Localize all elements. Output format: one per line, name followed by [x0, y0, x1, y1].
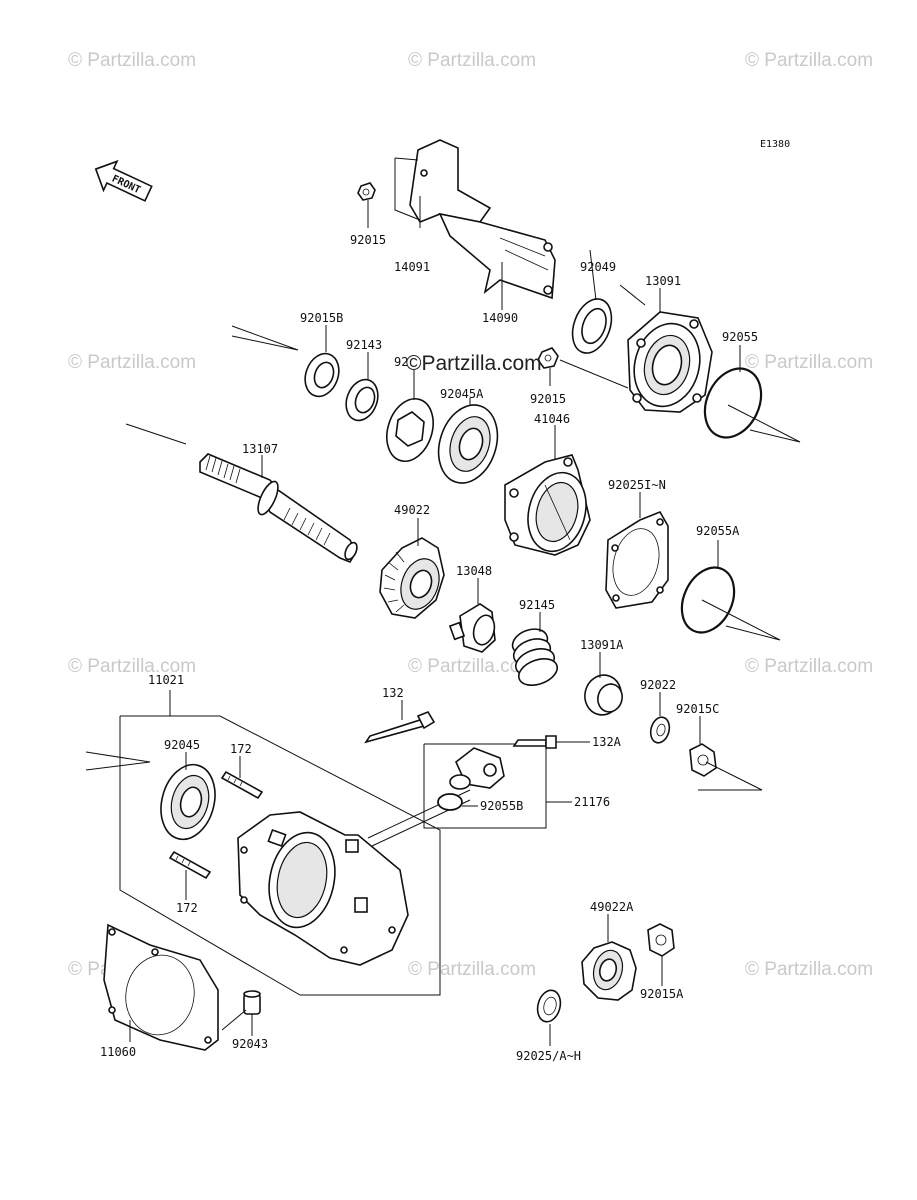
part-label[interactable]: 92015B	[300, 311, 343, 325]
part-label[interactable]: 92025/A~H	[516, 1049, 581, 1063]
part-label[interactable]: 92015	[530, 392, 566, 406]
part-label[interactable]: 21176	[574, 795, 610, 809]
bolt-132	[364, 711, 436, 744]
bolt-132A	[512, 735, 557, 749]
watermark: © Partzilla.com	[408, 959, 536, 980]
dowel-92043	[243, 990, 261, 1015]
gear-49022A	[581, 941, 637, 1001]
bolt-92015-center	[537, 347, 559, 369]
watermark: © Partzilla.com	[745, 50, 873, 71]
part-label[interactable]: 92025I~N	[608, 478, 666, 492]
part-label[interactable]: 92143	[346, 338, 382, 352]
stud-172-upper	[220, 770, 264, 800]
watermark-grid: © Partzilla.com © Partzilla.com © Partzi…	[68, 50, 873, 980]
nut-92015C	[689, 743, 717, 777]
part-label[interactable]: 92055B	[480, 799, 523, 813]
part-label[interactable]: 172	[176, 901, 198, 915]
o-ring-92055A	[680, 566, 736, 634]
part-label[interactable]: 13091A	[580, 638, 624, 652]
bevel-housing-41046	[504, 454, 591, 556]
seal-92049	[571, 298, 613, 354]
drive-shaft-13107	[199, 453, 358, 563]
part-label[interactable]: 41046	[534, 412, 570, 426]
watermark: © Partzilla.com	[68, 50, 196, 71]
part-label[interactable]: 92015	[350, 233, 386, 247]
watermark: © Partzilla.com	[68, 656, 196, 677]
part-label[interactable]: 92145	[519, 598, 555, 612]
washer-92022	[649, 716, 671, 744]
guard-bracket	[409, 139, 556, 300]
stud-172-lower	[168, 850, 212, 880]
sensor-21176	[449, 747, 505, 790]
part-labels: 92015 14091 92049 13091 14090 92015B 921…	[100, 233, 758, 1063]
watermark: © Partzilla.com	[745, 656, 873, 677]
diagram-code: E1380	[760, 139, 790, 150]
part-label[interactable]: 49022A	[590, 900, 634, 914]
collar-13091A	[584, 674, 623, 716]
gasket-92025	[605, 510, 669, 609]
part-label[interactable]: 13048	[456, 564, 492, 578]
gasket-11060	[103, 923, 219, 1051]
watermark: © Partzilla.com	[408, 50, 536, 71]
part-label[interactable]: 132	[382, 686, 404, 700]
cam-13048	[448, 603, 496, 653]
part-label[interactable]: 132A	[592, 735, 622, 749]
part-label[interactable]: 92015C	[676, 702, 719, 716]
spring-92145	[511, 628, 559, 686]
o-ring-92055B	[437, 793, 463, 811]
collar-92143	[345, 378, 379, 422]
front-arrow-icon: FRONT	[94, 159, 153, 202]
o-ring-92055	[703, 367, 763, 439]
bolt-92015	[357, 182, 376, 201]
watermark-center: ©Partzilla.com	[406, 352, 542, 375]
bearing-housing-13091	[627, 311, 713, 413]
watermark: © Partzilla.com	[408, 656, 536, 677]
part-label[interactable]: 92043	[232, 1037, 268, 1051]
shim-92025	[536, 989, 562, 1023]
part-label[interactable]: 11021	[148, 673, 184, 687]
part-label[interactable]: 172	[230, 742, 252, 756]
part-label[interactable]: 11060	[100, 1045, 136, 1059]
part-label[interactable]: 14091	[394, 260, 430, 274]
part-label[interactable]: 92022	[640, 678, 676, 692]
watermark: © Partzilla.com	[745, 352, 873, 373]
part-label[interactable]: 49022	[394, 503, 430, 517]
watermark: © Partzilla.com	[68, 352, 196, 373]
part-label[interactable]: 92045A	[440, 387, 484, 401]
part-label[interactable]: 92045	[164, 738, 200, 752]
bearing-92045A	[437, 404, 499, 484]
bevel-gear-49022	[379, 537, 445, 619]
part-label[interactable]: 13107	[242, 442, 278, 456]
bearing-92045	[160, 763, 216, 841]
part-label[interactable]: 92	[394, 355, 408, 369]
nut-92015B	[304, 352, 340, 398]
part-label[interactable]: 92055	[722, 330, 758, 344]
part-label[interactable]: 14090	[482, 311, 518, 325]
part-label[interactable]: 92055A	[696, 524, 740, 538]
part-label[interactable]: 13091	[645, 274, 681, 288]
part-label[interactable]: 92015A	[640, 987, 684, 1001]
part-label[interactable]: 92049	[580, 260, 616, 274]
nut-92015A	[647, 923, 675, 957]
watermark: © Partzilla.com	[745, 959, 873, 980]
gear-case-11021	[237, 811, 409, 966]
shim-plate	[386, 398, 434, 462]
